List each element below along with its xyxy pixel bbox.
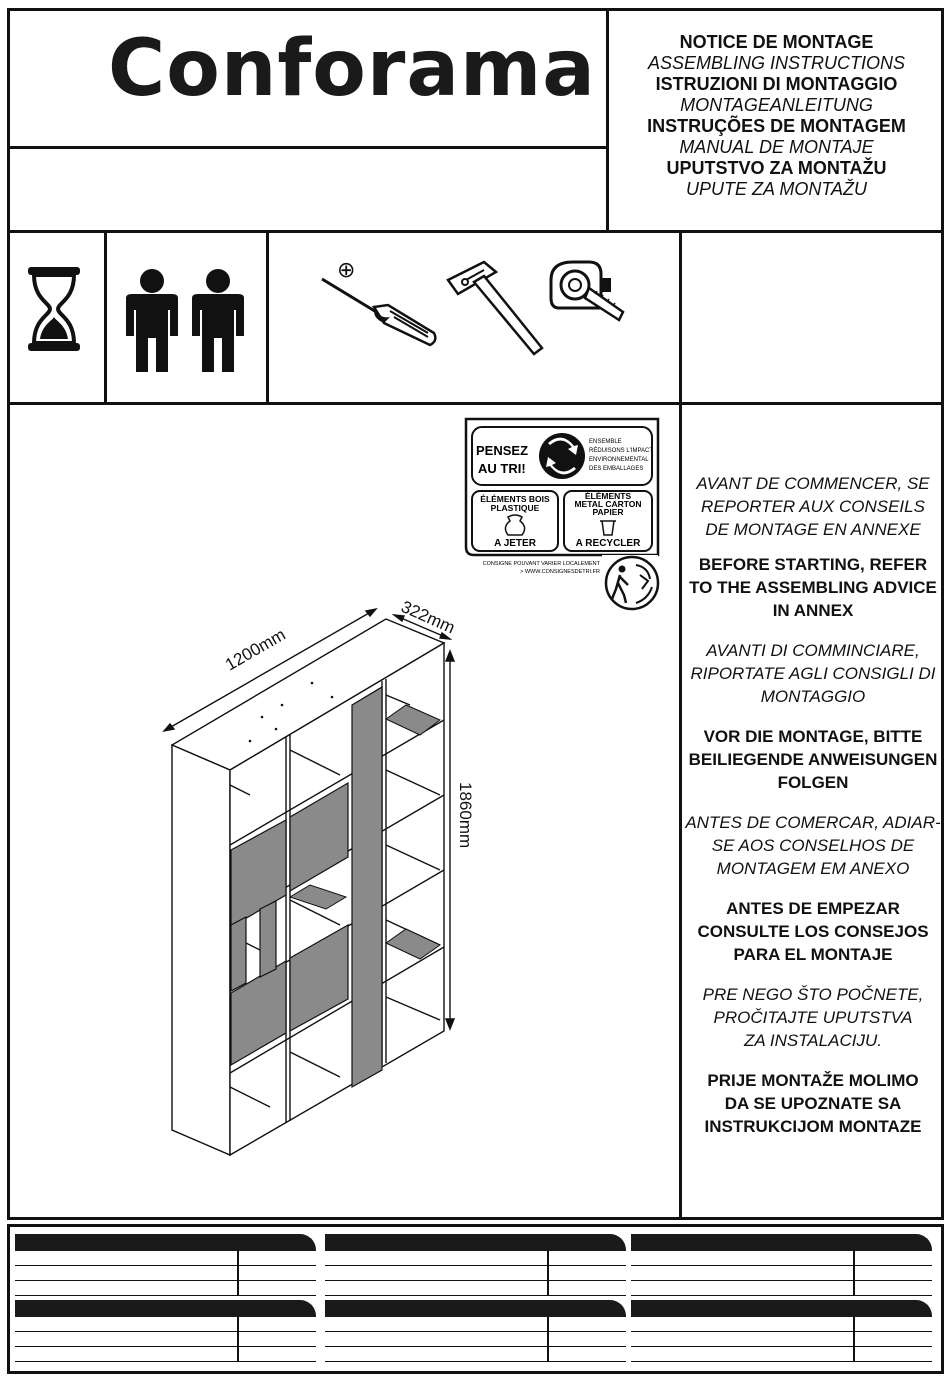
brand-logo: Conforama xyxy=(108,24,596,114)
parts-table xyxy=(325,1300,626,1362)
advice-en: BEFORE STARTING, REFER TO THE ASSEMBLING… xyxy=(689,555,937,620)
parts-table-header xyxy=(325,1234,626,1251)
parts-table-row xyxy=(325,1347,626,1362)
recycling-label: PENSEZ AU TRI! ENSEMBLE RÉDUISONS L'IMPA… xyxy=(464,417,660,611)
header-bottom-line xyxy=(7,230,944,233)
parts-table-row xyxy=(325,1281,626,1296)
parts-table-row xyxy=(325,1251,626,1266)
ensemble-line-3: ENVIRONNEMENTAL xyxy=(589,457,649,463)
advice-pt: ANTES DE COMERCAR, ADIAR- SE AOS CONSELH… xyxy=(685,813,941,878)
parts-table-divider xyxy=(853,1251,855,1296)
parts-table-row xyxy=(15,1332,316,1347)
title-en: ASSEMBLING INSTRUCTIONS xyxy=(647,53,906,73)
title-sr: UPUTSTVO ZA MONTAŽU xyxy=(666,158,887,178)
right-title-3: PAPIER xyxy=(592,507,623,517)
parts-table-row xyxy=(15,1317,316,1332)
right-title-1: ÉLÉMENTS xyxy=(585,491,632,501)
consigne-line-1: CONSIGNE POUVANT VARIER LOCALEMENT xyxy=(483,561,601,567)
parts-table-header xyxy=(15,1234,316,1251)
phillips-screwdriver-icon xyxy=(321,277,437,347)
parts-table-divider xyxy=(547,1251,549,1296)
bin-icon xyxy=(600,520,616,536)
bookcase-drawing xyxy=(162,607,456,1157)
triman-icon xyxy=(604,555,660,611)
parts-frame xyxy=(7,1224,944,1374)
parts-table-row xyxy=(631,1281,932,1296)
advice-sr: PRE NEGO ŠTO POČNETE, PROČITAJTE UPUTSTV… xyxy=(702,985,924,1050)
header-divider-logo xyxy=(7,146,609,149)
title-fr: NOTICE DE MONTAGE xyxy=(679,32,874,52)
au-tri-text: AU TRI! xyxy=(478,461,526,476)
ensemble-line-2: RÉDUISONS L'IMPACT xyxy=(589,447,653,454)
title-it: ISTRUZIONI DI MONTAGGIO xyxy=(655,74,898,94)
advice-fr: AVANT DE COMMENCER, SE REPORTER AUX CONS… xyxy=(696,474,930,539)
consigne-line-2: > WWW.CONSIGNESDETRI.FR xyxy=(520,569,600,575)
header-divider-vertical xyxy=(606,8,609,231)
bag-icon xyxy=(504,514,526,536)
parts-table-divider xyxy=(237,1251,239,1296)
left-action: A JETER xyxy=(494,538,537,549)
parts-table-divider xyxy=(237,1317,239,1362)
icons-bottom-line xyxy=(7,402,944,405)
left-title-1: ÉLÉMENTS BOIS xyxy=(480,494,550,504)
right-action: A RECYCLER xyxy=(576,538,641,549)
pensez-text: PENSEZ xyxy=(476,443,528,458)
parts-table-divider xyxy=(853,1317,855,1362)
parts-table xyxy=(325,1234,626,1296)
right-title-2: METAL CARTON xyxy=(574,499,641,509)
left-title-2: PLASTIQUE xyxy=(491,503,540,513)
icons-divider-2 xyxy=(266,230,269,405)
parts-table-row xyxy=(631,1266,932,1281)
ensemble-line-1: ENSEMBLE xyxy=(589,439,622,445)
parts-table-header xyxy=(631,1234,932,1251)
parts-table-row xyxy=(15,1347,316,1362)
parts-table xyxy=(631,1234,932,1296)
parts-table-row xyxy=(631,1251,932,1266)
tape-measure-icon xyxy=(549,260,625,322)
parts-table-row xyxy=(15,1281,316,1296)
ensemble-line-4: DES EMBALLAGES xyxy=(589,466,643,472)
parts-table xyxy=(631,1300,932,1362)
advice-column: AVANT DE COMMENCER, SE REPORTER AUX CONS… xyxy=(682,472,944,1138)
dimension-height: 1860mm xyxy=(456,782,475,849)
parts-table-row xyxy=(15,1251,316,1266)
title-pt: INSTRUÇÕES DE MONTAGEM xyxy=(647,116,906,136)
parts-table-row xyxy=(15,1266,316,1281)
two-persons-icon xyxy=(126,269,244,372)
parts-table xyxy=(15,1234,316,1296)
title-block: NOTICE DE MONTAGE ASSEMBLING INSTRUCTION… xyxy=(609,32,944,222)
parts-table-row xyxy=(325,1266,626,1281)
hammer-icon xyxy=(446,260,544,356)
parts-table-header xyxy=(15,1300,316,1317)
parts-table xyxy=(15,1300,316,1362)
advice-it: AVANTI DI COMMINCIARE, RIPORTATE AGLI CO… xyxy=(690,641,936,706)
parts-table-row xyxy=(325,1317,626,1332)
parts-table-header xyxy=(631,1300,932,1317)
main-divider-vertical xyxy=(679,230,682,1220)
advice-es: ANTES DE EMPEZAR CONSULTE LOS CONSEJOS P… xyxy=(697,899,929,964)
advice-de: VOR DIE MONTAGE, BITTE BEILIEGENDE ANWEI… xyxy=(688,727,938,792)
parts-table-row xyxy=(325,1332,626,1347)
title-hr: UPUTE ZA MONTAŽU xyxy=(686,179,867,199)
title-es: MANUAL DE MONTAJE xyxy=(679,137,874,157)
parts-table-row xyxy=(631,1317,932,1332)
hourglass-icon xyxy=(28,267,80,351)
parts-table-divider xyxy=(547,1317,549,1362)
title-de: MONTAGEANLEITUNG xyxy=(680,95,873,115)
parts-table-row xyxy=(631,1332,932,1347)
phillips-symbol: ⊕ xyxy=(337,258,356,283)
parts-table-row xyxy=(631,1347,932,1362)
page-frame xyxy=(7,8,944,1220)
advice-hr: PRIJE MONTAŽE MOLIMO DA SE UPOZNATE SA I… xyxy=(704,1071,922,1136)
icons-divider-1 xyxy=(104,230,107,405)
parts-table-header xyxy=(325,1300,626,1317)
